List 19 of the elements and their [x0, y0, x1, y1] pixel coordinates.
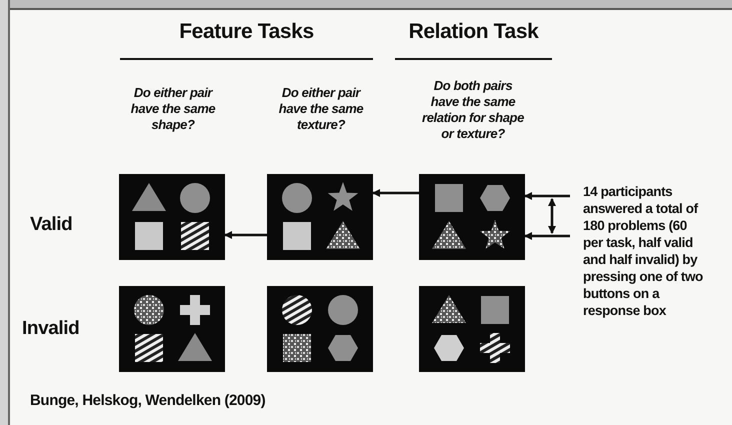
picture [119, 286, 225, 372]
question-text: Do either pair have the same texture? [278, 85, 364, 133]
picture [267, 286, 373, 372]
arrow [224, 231, 267, 239]
section-heading: Feature Tasks [178, 20, 315, 44]
section-heading: Relation Task [408, 20, 540, 44]
picture [119, 174, 225, 260]
picture [419, 174, 525, 260]
picture [267, 174, 373, 260]
picture [419, 286, 525, 372]
note-text: 14 participants answered a total of 180 problems (60 per task, half valid and half invalid) by pressing one of two buttons on a response box [583, 183, 704, 319]
arrow [524, 232, 570, 240]
row-label: Valid [30, 214, 74, 236]
row-label: Invalid [22, 318, 80, 340]
question-text: Do either pair have the same shape? [130, 85, 216, 133]
arrow [524, 192, 570, 200]
question-text: Do both pairs have the same relation for shape or texture? [422, 78, 524, 142]
arrow [372, 189, 419, 197]
citation-text: Bunge, Helskog, Wendelken (2009) [30, 392, 266, 409]
